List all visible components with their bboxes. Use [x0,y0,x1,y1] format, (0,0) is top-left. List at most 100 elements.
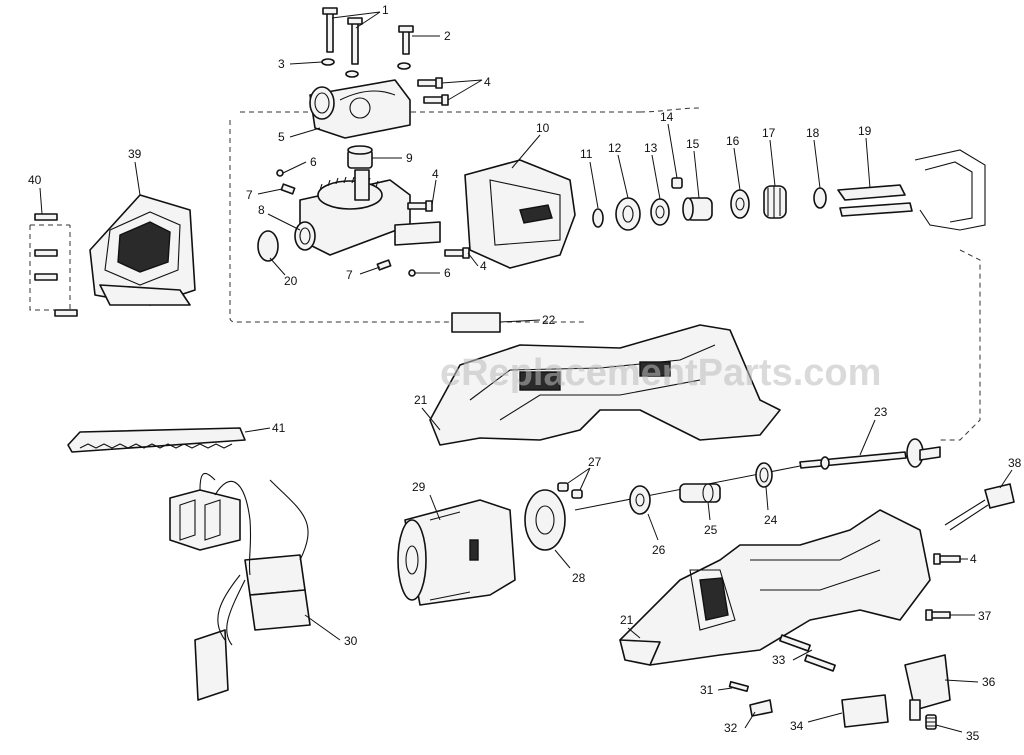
callout-18: 18 [806,126,820,140]
spring-35[interactable] [925,714,937,730]
bearing-16[interactable] [730,189,750,219]
callout-7-lower: 7 [346,268,353,282]
callout-15: 15 [686,137,700,151]
callout-41: 41 [272,421,286,435]
housing-half-21-upper[interactable] [429,324,781,446]
screw-4-lower[interactable] [444,247,470,259]
blade-holder-38[interactable] [944,483,1015,531]
gear-13[interactable] [650,198,670,226]
screws-27[interactable] [557,482,583,499]
blade-clamp-19[interactable] [837,149,986,231]
callout-34: 34 [790,719,804,733]
callout-31: 31 [700,683,714,697]
pin-7-upper[interactable] [280,183,296,195]
callout-4-lower: 4 [480,259,487,273]
callout-37: 37 [978,609,992,623]
callout-38: 38 [1008,456,1022,470]
housing-cover-10[interactable] [464,159,576,269]
washer-11[interactable] [592,208,604,228]
bearing-12[interactable] [615,197,641,231]
callout-24: 24 [764,513,778,527]
screws-40[interactable] [34,213,78,317]
screw-4-middle[interactable] [407,200,433,212]
pin-7-lower[interactable] [376,259,392,271]
callout-40: 40 [28,173,42,187]
callout-4-housing: 4 [970,552,977,566]
callout-32: 32 [724,721,738,735]
callout-36: 36 [982,675,996,689]
label-22[interactable] [451,312,501,333]
front-housing-39[interactable] [89,194,196,306]
callout-23: 23 [874,405,888,419]
gear-case-5[interactable] [309,79,411,139]
screw-2[interactable] [398,25,414,55]
blade-41[interactable] [67,427,246,453]
callout-6-upper: 6 [310,155,317,169]
screw-1[interactable] [322,7,363,65]
ring-8[interactable] [294,221,316,251]
drive-shaft-23[interactable] [799,438,941,470]
leader-lines [39,11,1013,733]
callout-26: 26 [652,543,666,557]
washers-3[interactable] [321,58,411,78]
sleeve-15[interactable] [682,197,713,221]
callout-5: 5 [278,130,285,144]
pin-31[interactable] [728,680,750,693]
callout-28: 28 [572,571,586,585]
screws-4-top[interactable] [417,77,449,106]
gear-housing-assembly[interactable] [299,169,441,256]
callout-19: 19 [858,124,872,138]
callout-39: 39 [128,147,142,161]
lever-36[interactable] [904,654,951,721]
callout-33: 33 [772,653,786,667]
callout-17: 17 [762,126,776,140]
switch-assembly-30[interactable] [169,472,311,701]
screw-4-housing[interactable] [933,553,961,565]
bearing-9[interactable] [347,145,373,169]
motor-plate-28[interactable] [524,489,566,551]
part-number-labels: 1 2 3 4 5 6 7 8 9 10 11 12 13 14 15 16 1… [28,3,1022,743]
callout-27: 27 [588,455,602,469]
callout-8: 8 [258,203,265,217]
callout-7-upper: 7 [246,188,253,202]
callout-30: 30 [344,634,358,648]
pin-14[interactable] [671,177,683,189]
screw-37[interactable] [925,609,951,621]
group-outline-front-housing [29,224,71,311]
collar-17[interactable] [763,185,787,219]
callout-12: 12 [608,141,622,155]
pin-6-lower[interactable] [408,269,416,277]
callout-25: 25 [704,523,718,537]
callout-16: 16 [726,134,740,148]
motor-29[interactable] [397,499,516,606]
watermark-text: eReplacementParts.com [440,352,881,394]
callout-20: 20 [284,274,298,288]
callout-2: 2 [444,29,451,43]
washer-24[interactable] [755,462,773,488]
callout-13: 13 [644,141,658,155]
callout-14: 14 [660,110,674,124]
housing-half-21-lower[interactable] [619,509,931,666]
seal-20[interactable] [257,230,279,262]
callout-11: 11 [580,147,593,161]
callout-1: 1 [382,3,389,17]
callout-4-top: 4 [484,75,491,89]
callout-3: 3 [278,57,285,71]
callout-10: 10 [536,121,550,135]
sleeve-25[interactable] [679,483,721,503]
callout-21-lower: 21 [620,613,634,627]
callout-6-lower: 6 [444,266,451,280]
o-ring-18[interactable] [813,187,827,209]
group-outline-gear-housing [229,107,981,441]
label-34[interactable] [841,694,889,728]
callout-4-middle: 4 [432,167,439,181]
pin-6-upper[interactable] [276,169,284,177]
callout-29: 29 [412,480,426,494]
bearing-26[interactable] [629,485,651,515]
callout-22: 22 [542,313,556,327]
clip-32[interactable] [749,699,773,717]
callout-35: 35 [966,729,980,743]
screws-33[interactable] [779,634,836,672]
